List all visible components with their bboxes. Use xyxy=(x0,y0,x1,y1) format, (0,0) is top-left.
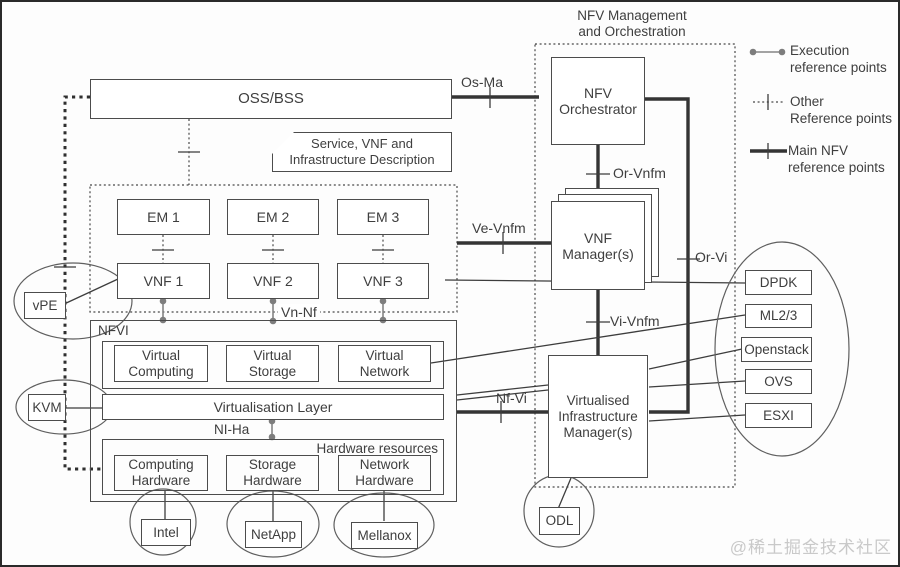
vnf-2-box: VNF 2 xyxy=(227,263,319,299)
legend-main-label: Main NFV reference points xyxy=(788,143,885,175)
odl-box: ODL xyxy=(539,507,580,535)
intel-ellipse xyxy=(129,488,197,556)
products-ellipse xyxy=(714,241,850,457)
intel-box: Intel xyxy=(141,519,191,546)
watermark: @稀土掘金技术社区 xyxy=(729,538,892,557)
hardware-resources-box xyxy=(102,439,444,495)
virtual-resources-box xyxy=(102,341,444,389)
ni-ha-label: NI-Ha xyxy=(214,422,250,437)
virtual-storage-box: Virtual Storage xyxy=(226,345,319,382)
nfvi-label: NFVI xyxy=(98,323,129,338)
storage-hardware-box: Storage Hardware xyxy=(226,455,319,491)
vnf-manager-box: VNF Manager(s) xyxy=(551,201,645,290)
mellanox-ellipse xyxy=(333,492,435,558)
mellanox-box: Mellanox xyxy=(351,522,418,549)
esxi-box: ESXI xyxy=(745,403,812,428)
network-hardware-box: Network Hardware xyxy=(338,455,431,491)
vi-vnfm-label: Vi-Vnfm xyxy=(610,313,660,329)
nfvi-vim-thin-lower xyxy=(456,389,549,401)
hardware-resources-label: Hardware resources xyxy=(316,441,438,456)
vim-box: Virtualised Infrastructure Manager(s) xyxy=(548,355,648,478)
nfvi-vim-thin-upper xyxy=(456,384,549,396)
computing-hardware-box: Computing Hardware xyxy=(114,455,208,491)
vpe-box: vPE xyxy=(24,292,66,319)
vnf-1-box: VNF 1 xyxy=(117,263,210,299)
virtual-network-box: Virtual Network xyxy=(338,345,431,382)
mano-dotted-container xyxy=(534,43,736,488)
nfv-orchestrator-box: NFV Orchestrator xyxy=(551,57,645,145)
ovs-box: OVS xyxy=(745,369,812,394)
ovs-line xyxy=(648,380,746,388)
nf-vi-label: Nf-Vi xyxy=(496,390,527,406)
nfvi-box xyxy=(90,320,457,502)
ve-vnfm-label: Ve-Vnfm xyxy=(472,220,526,236)
em-2-box: EM 2 xyxy=(227,199,319,235)
esxi-line xyxy=(648,414,746,422)
kvm-box: KVM xyxy=(28,394,66,421)
netapp-ellipse xyxy=(226,490,320,558)
virtualisation-layer-box: Virtualisation Layer xyxy=(102,394,444,420)
vpe-vnf1-line xyxy=(61,278,119,306)
virtual-computing-box: Virtual Computing xyxy=(114,345,208,382)
vpe-ellipse xyxy=(13,262,133,340)
dpdk-box: DPDK xyxy=(745,270,812,295)
em-1-box: EM 1 xyxy=(117,199,210,235)
service-description-box: Service, VNF and Infrastructure Descript… xyxy=(272,132,452,172)
legend-other-label: Other Reference points xyxy=(790,94,893,126)
legend-execution-label: Execution reference points xyxy=(790,43,887,75)
vnf-3-box: VNF 3 xyxy=(337,263,429,299)
oss-bss-box: OSS/BSS xyxy=(90,79,452,119)
odl-vim-line xyxy=(557,477,572,510)
or-vi-line xyxy=(645,97,690,414)
ml23-line xyxy=(430,314,746,364)
os-ma-label: Os-Ma xyxy=(461,74,503,90)
netapp-box: NetApp xyxy=(245,521,302,548)
or-vnfm-label: Or-Vnfm xyxy=(613,165,666,181)
em-3-box: EM 3 xyxy=(337,199,429,235)
openstack-box: Openstack xyxy=(741,337,812,362)
or-vi-label: Or-Vi xyxy=(695,249,728,265)
vn-nf-label: Vn-Nf xyxy=(278,304,320,320)
ossbss-hardware-dotted-line xyxy=(63,95,101,471)
mano-title: NFV Management and Orchestration xyxy=(577,8,687,39)
ml23-box: ML2/3 xyxy=(745,304,812,328)
openstack-line xyxy=(648,348,743,370)
